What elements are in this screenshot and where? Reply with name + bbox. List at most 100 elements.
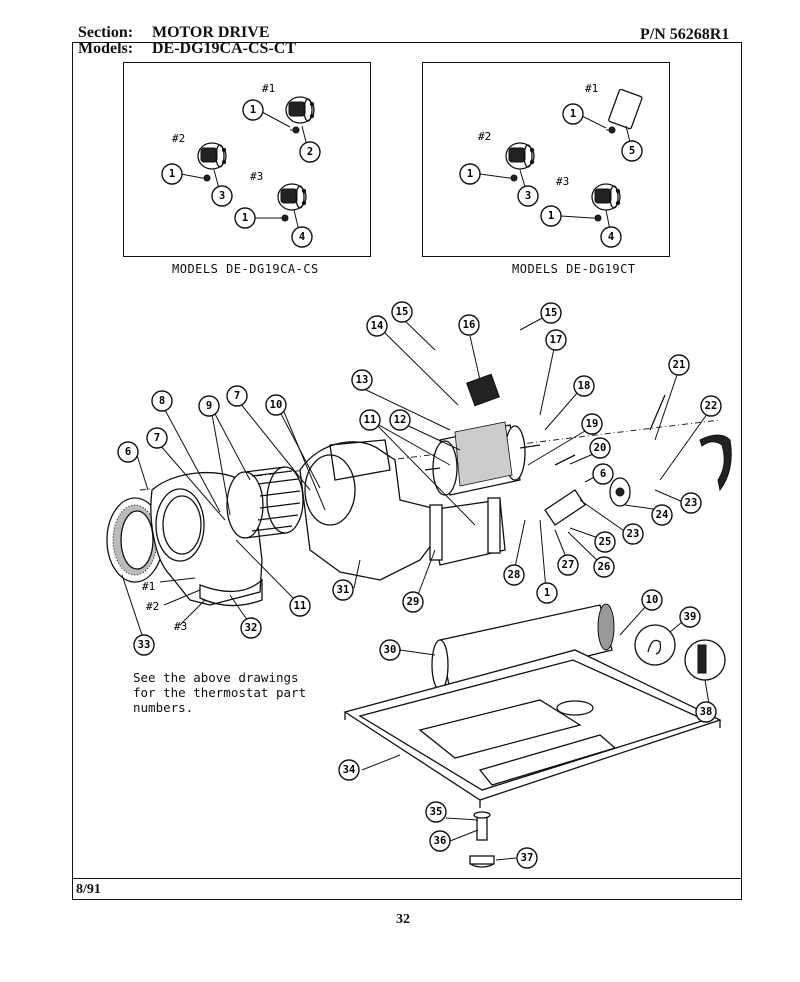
- position-label: #1: [142, 580, 155, 593]
- svg-text:1: 1: [467, 168, 473, 180]
- section-label: Section:: [78, 24, 134, 41]
- svg-text:18: 18: [578, 380, 591, 392]
- callout: 1: [234, 207, 256, 229]
- svg-text:7: 7: [154, 432, 160, 444]
- thermostat-label: #3: [250, 170, 263, 183]
- thermostat-note: See the above drawings for the thermosta…: [133, 670, 306, 715]
- callout: 11: [289, 595, 311, 617]
- footer-divider: [72, 878, 742, 879]
- callout: 1: [459, 163, 481, 185]
- inset-box-ct: [422, 62, 670, 257]
- callout: 10: [641, 589, 663, 611]
- callout: 16: [458, 314, 480, 336]
- leader-lines: [121, 315, 711, 861]
- callout: 15: [391, 301, 413, 323]
- page-number: 32: [396, 912, 410, 927]
- svg-text:13: 13: [356, 374, 369, 386]
- callout: 38: [695, 701, 717, 723]
- svg-text:10: 10: [270, 399, 283, 411]
- svg-text:30: 30: [384, 644, 397, 656]
- callout: 7: [146, 427, 168, 449]
- inset-caption-cs: MODELS DE-DG19CA-CS: [172, 262, 319, 276]
- inset-ct-drawing: [479, 88, 643, 231]
- svg-text:19: 19: [586, 418, 599, 430]
- thermostat-label: #2: [478, 130, 491, 143]
- callout: 6: [117, 441, 139, 463]
- callout: 15: [540, 302, 562, 324]
- svg-text:31: 31: [337, 584, 350, 596]
- callout: 27: [557, 554, 579, 576]
- svg-text:2: 2: [307, 146, 313, 158]
- svg-text:23: 23: [627, 528, 640, 540]
- svg-text:14: 14: [371, 320, 384, 332]
- callout: 33: [133, 634, 155, 656]
- thermostat-label: #3: [556, 175, 569, 188]
- svg-text:15: 15: [545, 307, 558, 319]
- callout: 25: [594, 531, 616, 553]
- callout: 19: [581, 413, 603, 435]
- callout: 8: [151, 390, 173, 412]
- drive-belt: [699, 434, 732, 492]
- inset-caption-ct: MODELS DE-DG19CT: [512, 262, 636, 276]
- callout: 10: [265, 394, 287, 416]
- svg-text:39: 39: [684, 611, 697, 623]
- callout: 3: [211, 185, 233, 207]
- callout: 12: [389, 409, 411, 431]
- callout: 21: [668, 354, 690, 376]
- callout: 18: [573, 375, 595, 397]
- callout: 5: [621, 140, 643, 162]
- svg-text:15: 15: [396, 306, 409, 318]
- callout: 30: [379, 639, 401, 661]
- svg-text:4: 4: [608, 231, 614, 243]
- svg-text:7: 7: [234, 390, 240, 402]
- svg-text:17: 17: [550, 334, 563, 346]
- svg-text:32: 32: [245, 622, 258, 634]
- svg-text:12: 12: [394, 414, 407, 426]
- callout: 36: [429, 830, 451, 852]
- svg-text:21: 21: [673, 359, 686, 371]
- svg-text:28: 28: [508, 569, 521, 581]
- callout: 1: [242, 99, 264, 121]
- callout: 17: [545, 329, 567, 351]
- callout: 23: [622, 523, 644, 545]
- svg-text:1: 1: [169, 168, 175, 180]
- front-seal-ring: [106, 497, 164, 583]
- callout: 23: [680, 492, 702, 514]
- note-line: See the above drawings: [133, 670, 299, 685]
- callout: 26: [593, 556, 615, 578]
- part-number: P/N 56268R1: [640, 26, 730, 43]
- svg-text:23: 23: [685, 497, 698, 509]
- blower-back-plate: [299, 439, 441, 581]
- thermostat-label: #2: [172, 132, 185, 145]
- footer-date: 8/91: [76, 882, 101, 897]
- callout: 1: [536, 582, 558, 604]
- svg-text:1: 1: [570, 108, 576, 120]
- callout: 9: [198, 395, 220, 417]
- svg-text:22: 22: [705, 400, 718, 412]
- thermostat-label: #1: [585, 82, 598, 95]
- heater-duct: [431, 603, 615, 691]
- note-line: for the thermostat part: [133, 685, 307, 700]
- callout: 1: [161, 163, 183, 185]
- svg-text:37: 37: [521, 852, 534, 864]
- drive-motor: [424, 373, 541, 496]
- svg-text:20: 20: [594, 442, 607, 454]
- svg-text:5: 5: [629, 145, 635, 157]
- callout: 11: [359, 409, 381, 431]
- diagram-frame: [72, 42, 742, 900]
- svg-text:1: 1: [548, 210, 554, 222]
- callout: 20: [589, 437, 611, 459]
- callout: 1: [540, 205, 562, 227]
- belt-strand: [649, 394, 666, 431]
- models-label: Models:: [78, 40, 134, 57]
- leveling-leg: [469, 811, 495, 868]
- callout: 2: [299, 141, 321, 163]
- svg-text:29: 29: [407, 596, 420, 608]
- svg-text:3: 3: [219, 190, 225, 202]
- svg-text:6: 6: [600, 468, 606, 480]
- inset-box-cs: [123, 62, 371, 257]
- svg-text:6: 6: [125, 446, 131, 458]
- section-value: MOTOR DRIVE: [152, 24, 270, 41]
- svg-text:34: 34: [343, 764, 356, 776]
